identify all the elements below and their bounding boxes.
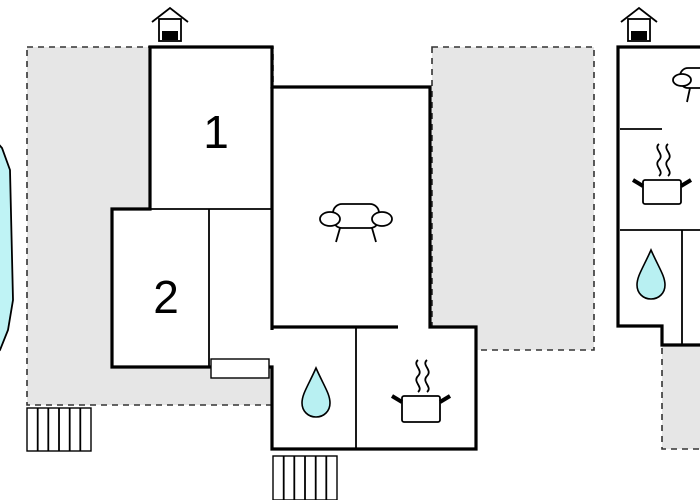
water-drop-icon bbox=[301, 366, 331, 418]
window-sill bbox=[210, 358, 270, 379]
room-2-label: 2 bbox=[153, 271, 179, 323]
cooking-pot-icon bbox=[390, 359, 452, 423]
entrance-icon bbox=[151, 6, 189, 42]
terrace-far-right bbox=[661, 344, 700, 450]
swimming-pool bbox=[0, 144, 14, 352]
entrance-icon-2 bbox=[620, 6, 658, 42]
cooking-pot-icon-2 bbox=[631, 143, 693, 205]
terrace-right bbox=[431, 46, 595, 351]
steps-left bbox=[26, 407, 92, 452]
sofa-icon bbox=[319, 203, 393, 243]
water-drop-icon-2 bbox=[636, 248, 666, 300]
sofa-icon-2 bbox=[672, 67, 700, 103]
room-1-label: 1 bbox=[203, 106, 229, 158]
steps-bottom bbox=[272, 455, 338, 500]
